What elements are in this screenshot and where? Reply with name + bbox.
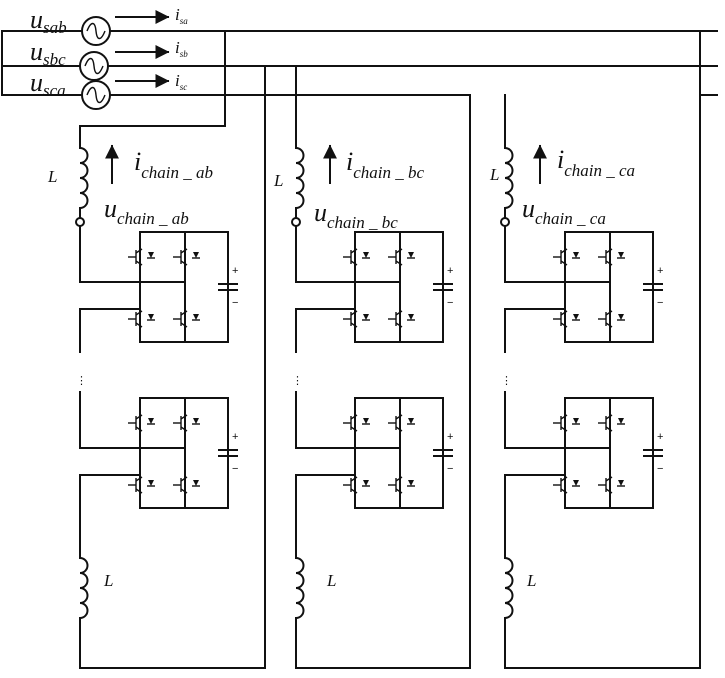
igbt-icon — [173, 477, 200, 493]
igbt-icon — [553, 249, 580, 265]
wire — [296, 475, 355, 558]
igbt-icon — [128, 477, 155, 493]
inductor-label-ca-top: L — [489, 165, 499, 184]
wire — [505, 309, 565, 352]
sine-wave-icon — [87, 24, 105, 39]
ac-sources — [2, 17, 717, 126]
capacitor-plus-label: + — [657, 265, 663, 277]
igbt-icon — [128, 311, 155, 327]
igbt-icon — [388, 477, 415, 493]
source-current-a: isa — [175, 5, 188, 26]
chain-current-ab: ichain _ ab — [134, 147, 213, 182]
source-voltage-ab: usab — [30, 5, 67, 37]
chain-voltage-ca: uchain _ ca — [522, 194, 606, 228]
capacitor-plus-label: + — [447, 265, 453, 277]
inductor-label-ab-top: L — [47, 167, 57, 186]
wire — [80, 475, 140, 558]
wire — [80, 309, 140, 352]
igbt-icon — [128, 249, 155, 265]
wire — [80, 126, 225, 148]
source-voltage-bc: usbc — [30, 37, 66, 69]
igbt-icon — [343, 415, 370, 431]
inductor-icon — [296, 558, 304, 618]
capacitor-plus-label: + — [447, 431, 453, 443]
wire — [505, 475, 565, 558]
igbt-icon — [598, 249, 625, 265]
chain-voltage-ab: uchain _ ab — [104, 194, 189, 228]
capacitor-minus-label: − — [657, 463, 663, 475]
igbt-icon — [553, 477, 580, 493]
terminal-icon — [76, 218, 84, 226]
capacitor-plus-label: + — [657, 431, 663, 443]
inductor-icon — [505, 558, 513, 618]
capacitor-minus-label: − — [447, 297, 453, 309]
chain-bc: + − ⋮ + − — [292, 66, 470, 668]
inductor-icon — [296, 148, 304, 208]
inductor-icon — [80, 558, 88, 618]
chain-current-ca: ichain _ ca — [557, 145, 635, 180]
series-ellipsis: ⋮ — [292, 375, 303, 387]
capacitor-minus-label: − — [447, 463, 453, 475]
igbt-icon — [343, 477, 370, 493]
series-ellipsis: ⋮ — [76, 375, 87, 387]
igbt-icon — [173, 311, 200, 327]
wire — [296, 309, 355, 352]
igbt-icon — [343, 249, 370, 265]
sine-wave-icon — [85, 59, 103, 74]
inductor-icon — [80, 148, 88, 208]
igbt-icon — [598, 477, 625, 493]
inductor-icon — [505, 148, 513, 208]
chain-current-bc: ichain _ bc — [346, 147, 425, 182]
source-voltage-ca: usca — [30, 68, 66, 100]
igbt-icon — [553, 415, 580, 431]
inductor-label-bc-bottom: L — [326, 571, 336, 590]
series-ellipsis: ⋮ — [501, 375, 512, 387]
source-current-b: isb — [175, 38, 188, 59]
capacitor-minus-label: − — [657, 297, 663, 309]
inductor-label-ab-bottom: L — [103, 571, 113, 590]
terminal-icon — [501, 218, 509, 226]
capacitor-plus-label: + — [232, 265, 238, 277]
sine-wave-icon — [87, 88, 105, 103]
chain-voltage-bc: uchain _ bc — [314, 198, 398, 232]
igbt-icon — [388, 415, 415, 431]
inductor-label-bc-top: L — [273, 171, 283, 190]
igbt-icon — [173, 249, 200, 265]
inductor-label-ca-bottom: L — [526, 571, 536, 590]
capacitor-plus-label: + — [232, 431, 238, 443]
igbt-icon — [598, 311, 625, 327]
igbt-icon — [128, 415, 155, 431]
igbt-icon — [388, 249, 415, 265]
terminal-icon — [292, 218, 300, 226]
source-current-c: isc — [175, 71, 187, 92]
capacitor-minus-label: − — [232, 297, 238, 309]
igbt-icon — [343, 311, 370, 327]
capacitor-minus-label: − — [232, 463, 238, 475]
igbt-icon — [173, 415, 200, 431]
igbt-icon — [388, 311, 415, 327]
igbt-icon — [553, 311, 580, 327]
igbt-icon — [598, 415, 625, 431]
